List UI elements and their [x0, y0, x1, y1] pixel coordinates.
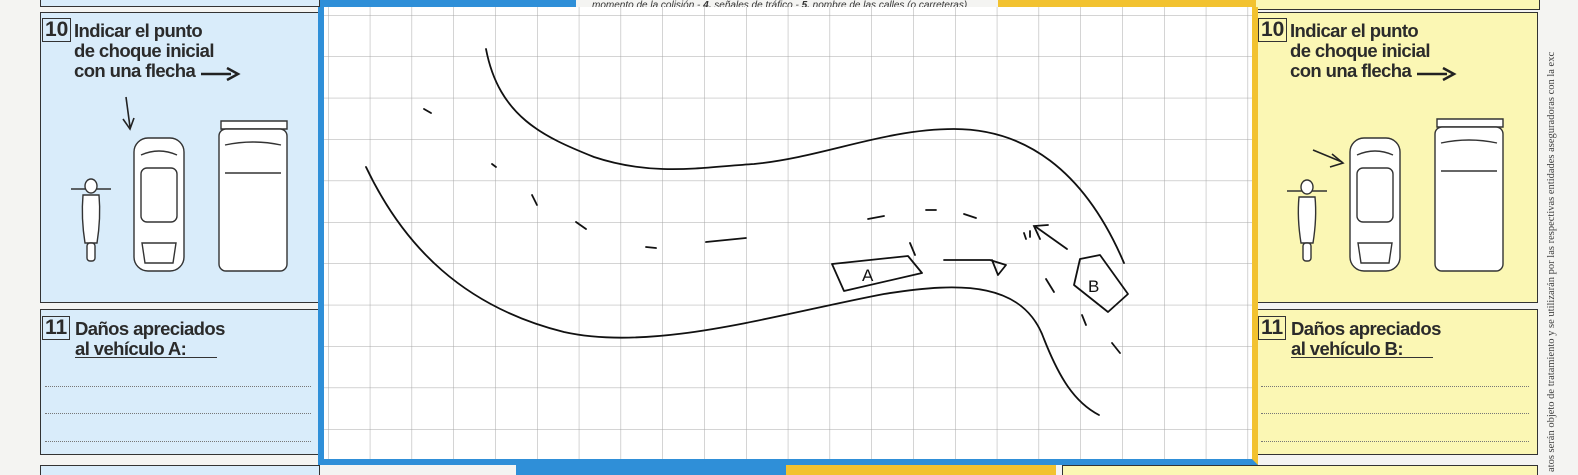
damage-line-2[interactable]	[1261, 413, 1529, 414]
top-caption: momento de la colisión - 4. señales de t…	[592, 0, 968, 11]
top-strip-a-panel	[40, 0, 320, 7]
motorcycle-icon	[1287, 179, 1327, 262]
title-underline	[75, 357, 217, 358]
vehicle-a-label: A	[862, 266, 874, 285]
bottom-strip-blue-bar	[516, 465, 786, 475]
vehicle-b-label: B	[1088, 277, 1099, 296]
section-10-title: Indicar el punto de choque inicial con u…	[74, 20, 214, 81]
centre-dashes	[423, 108, 1121, 354]
damage-line-2[interactable]	[45, 413, 311, 414]
vehicle-a-section-10: 10 Indicar el punto de choque inicial co…	[40, 12, 320, 303]
section-11-number: 11	[42, 316, 71, 340]
road-lines	[365, 48, 1125, 416]
title-underline	[1291, 357, 1433, 358]
truck-icon	[1434, 118, 1504, 272]
bottom-strip-b-panel	[1062, 465, 1538, 475]
car-icon	[133, 137, 185, 272]
damage-line-3[interactable]	[45, 441, 311, 442]
vehicle-a-sketch: A	[831, 242, 1007, 292]
vehicle-a-section-11: 11 Daños apreciados al vehículo A:	[40, 309, 320, 455]
section-11-number: 11	[1258, 316, 1287, 340]
impact-arrow-icon	[1312, 149, 1345, 168]
impact-arrow-icon	[122, 96, 135, 131]
bottom-strip-yellow-bar	[786, 465, 1056, 475]
truck-icon	[218, 120, 288, 272]
vehicle-b-section-11: 11 Daños apreciados al vehículo B:	[1256, 309, 1538, 455]
damage-line-1[interactable]	[1261, 386, 1529, 387]
sketch-area[interactable]: A B	[318, 7, 1258, 465]
section-11-title: Daños apreciados al vehículo B:	[1291, 318, 1441, 359]
car-icon	[1349, 137, 1401, 272]
vehicle-b-section-10: 10 Indicar el punto de choque inicial co…	[1256, 12, 1538, 303]
impact-arrow-icon	[1023, 224, 1068, 250]
section-11-title: Daños apreciados al vehículo A:	[75, 318, 225, 359]
vehicle-b-sketch: B	[1073, 254, 1129, 313]
right-arrow-icon	[201, 67, 241, 81]
section-10-number: 10	[1258, 18, 1288, 42]
damage-line-3[interactable]	[1261, 441, 1529, 442]
section-10-number: 10	[42, 18, 72, 42]
vehicle-a-diagram	[71, 96, 288, 272]
damage-line-1[interactable]	[45, 386, 311, 387]
side-legal-note: atos serán objeto de tratamiento y se ut…	[1546, 51, 1557, 472]
vehicle-b-diagram	[1287, 118, 1504, 272]
right-arrow-icon	[1417, 67, 1457, 81]
bottom-strip-a-panel	[40, 465, 320, 475]
section-10-title: Indicar el punto de choque inicial con u…	[1290, 20, 1430, 81]
sketch-drawing: A B	[324, 7, 1252, 459]
graph-grid	[324, 7, 1252, 459]
motorcycle-icon	[71, 178, 111, 262]
